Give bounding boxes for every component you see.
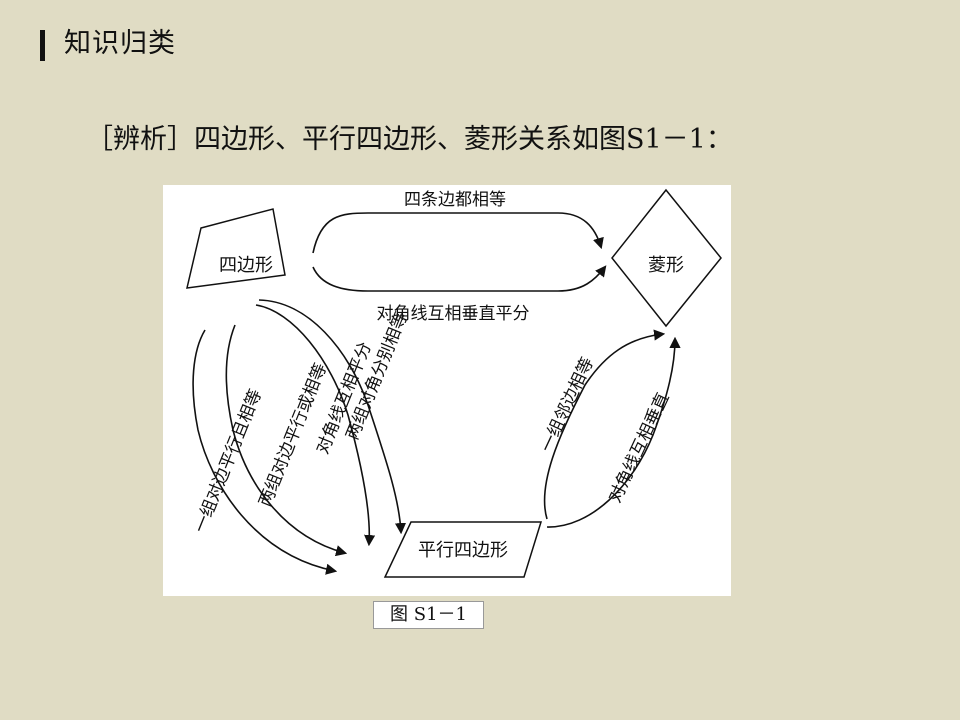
arrow-two-pairs-angles xyxy=(258,299,407,535)
label-one-pair-adjacent-equal: 一组邻边相等 xyxy=(537,354,598,455)
quadrilateral-label: 四边形 xyxy=(219,255,273,276)
arrow-four-sides xyxy=(312,212,604,254)
quadrilateral-shape xyxy=(186,208,286,289)
rhombus-shape xyxy=(611,188,722,328)
arrow-diag-perp-bisect xyxy=(312,265,607,292)
arrow-diag-perp xyxy=(546,336,681,528)
label-four-sides: 四条边都相等 xyxy=(404,190,506,210)
label-diag-perp-bisect: 对角线互相垂直平分 xyxy=(377,304,530,324)
parallelogram-shape xyxy=(383,521,543,578)
intro-text: ［辨析］四边形、平行四边形、菱形关系如图S1－1： xyxy=(86,124,733,155)
relationship-diagram: 四边形 菱形 平行四边形 四条边都相等 对角线互相垂直平分 一组对边平行且相等 … xyxy=(163,185,731,596)
arrow-two-pairs-sides xyxy=(225,324,348,557)
title-accent-bar xyxy=(40,30,45,61)
arrow-one-pair-parallel-equal xyxy=(192,329,338,575)
figure-caption: 图 S1－1 xyxy=(373,601,484,629)
page-title: 知识归类 xyxy=(64,28,176,59)
parallelogram-label: 平行四边形 xyxy=(418,540,508,561)
rhombus-label: 菱形 xyxy=(648,255,684,276)
arrow-one-pair-adjacent-equal xyxy=(543,329,666,520)
arrow-diag-bisect xyxy=(255,304,376,547)
label-diag-perp: 对角线互相垂直 xyxy=(605,390,673,506)
